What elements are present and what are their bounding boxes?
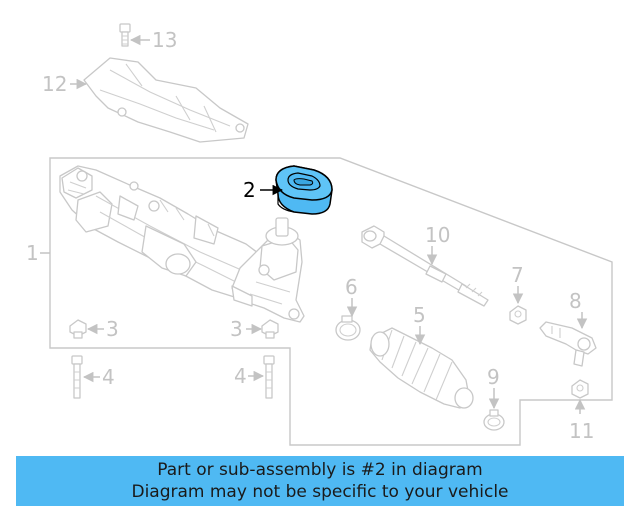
- outer-tie-rod-end-part[interactable]: [539, 321, 597, 367]
- callout-13: 13: [152, 28, 177, 52]
- callout-3-left: 3: [106, 317, 119, 341]
- bolt-13-part[interactable]: [119, 23, 131, 47]
- bolt-4-right-part[interactable]: [263, 355, 275, 399]
- bolt-4-left-part[interactable]: [71, 355, 83, 399]
- mount-isolator-part-2[interactable]: [275, 165, 333, 215]
- inner-tie-rod-part[interactable]: [361, 225, 489, 307]
- parts-diagram: 13 12 2 1 3 3 4 4 10 6 5 7 8 9 11: [26, 23, 613, 446]
- steering-boot-part[interactable]: [369, 327, 474, 409]
- callout-4-left: 4: [102, 365, 115, 389]
- callout-6: 6: [345, 275, 358, 299]
- bolt-3-right-part[interactable]: [261, 319, 279, 339]
- clamp-6-part[interactable]: [335, 315, 361, 341]
- callout-1: 1: [26, 241, 39, 265]
- nut-9-part[interactable]: [509, 305, 527, 325]
- callout-11: 11: [569, 419, 594, 443]
- callout-10: 8: [569, 289, 582, 313]
- banner-line-1: Part or sub-assembly is #2 in diagram: [157, 460, 483, 480]
- callout-9: 7: [511, 263, 524, 287]
- heat-shield-part[interactable]: [83, 57, 249, 143]
- callout-2: 2: [243, 178, 256, 202]
- banner-line-2: Diagram may not be specific to your vehi…: [131, 482, 509, 502]
- callout-3-right: 3: [230, 317, 243, 341]
- nut-11-part[interactable]: [571, 379, 589, 399]
- clamp-7-part[interactable]: [483, 409, 505, 431]
- steering-gear-body[interactable]: [59, 165, 305, 323]
- info-banner: Part or sub-assembly is #2 in diagram Di…: [16, 456, 624, 506]
- callout-8: 10: [425, 223, 450, 247]
- callout-7: 9: [487, 365, 500, 389]
- bolt-3-left-part[interactable]: [69, 319, 87, 339]
- callout-12: 12: [42, 72, 67, 96]
- assembly-boundary: [49, 157, 613, 446]
- callout-5: 5: [413, 303, 426, 327]
- callout-4-right: 4: [234, 364, 247, 388]
